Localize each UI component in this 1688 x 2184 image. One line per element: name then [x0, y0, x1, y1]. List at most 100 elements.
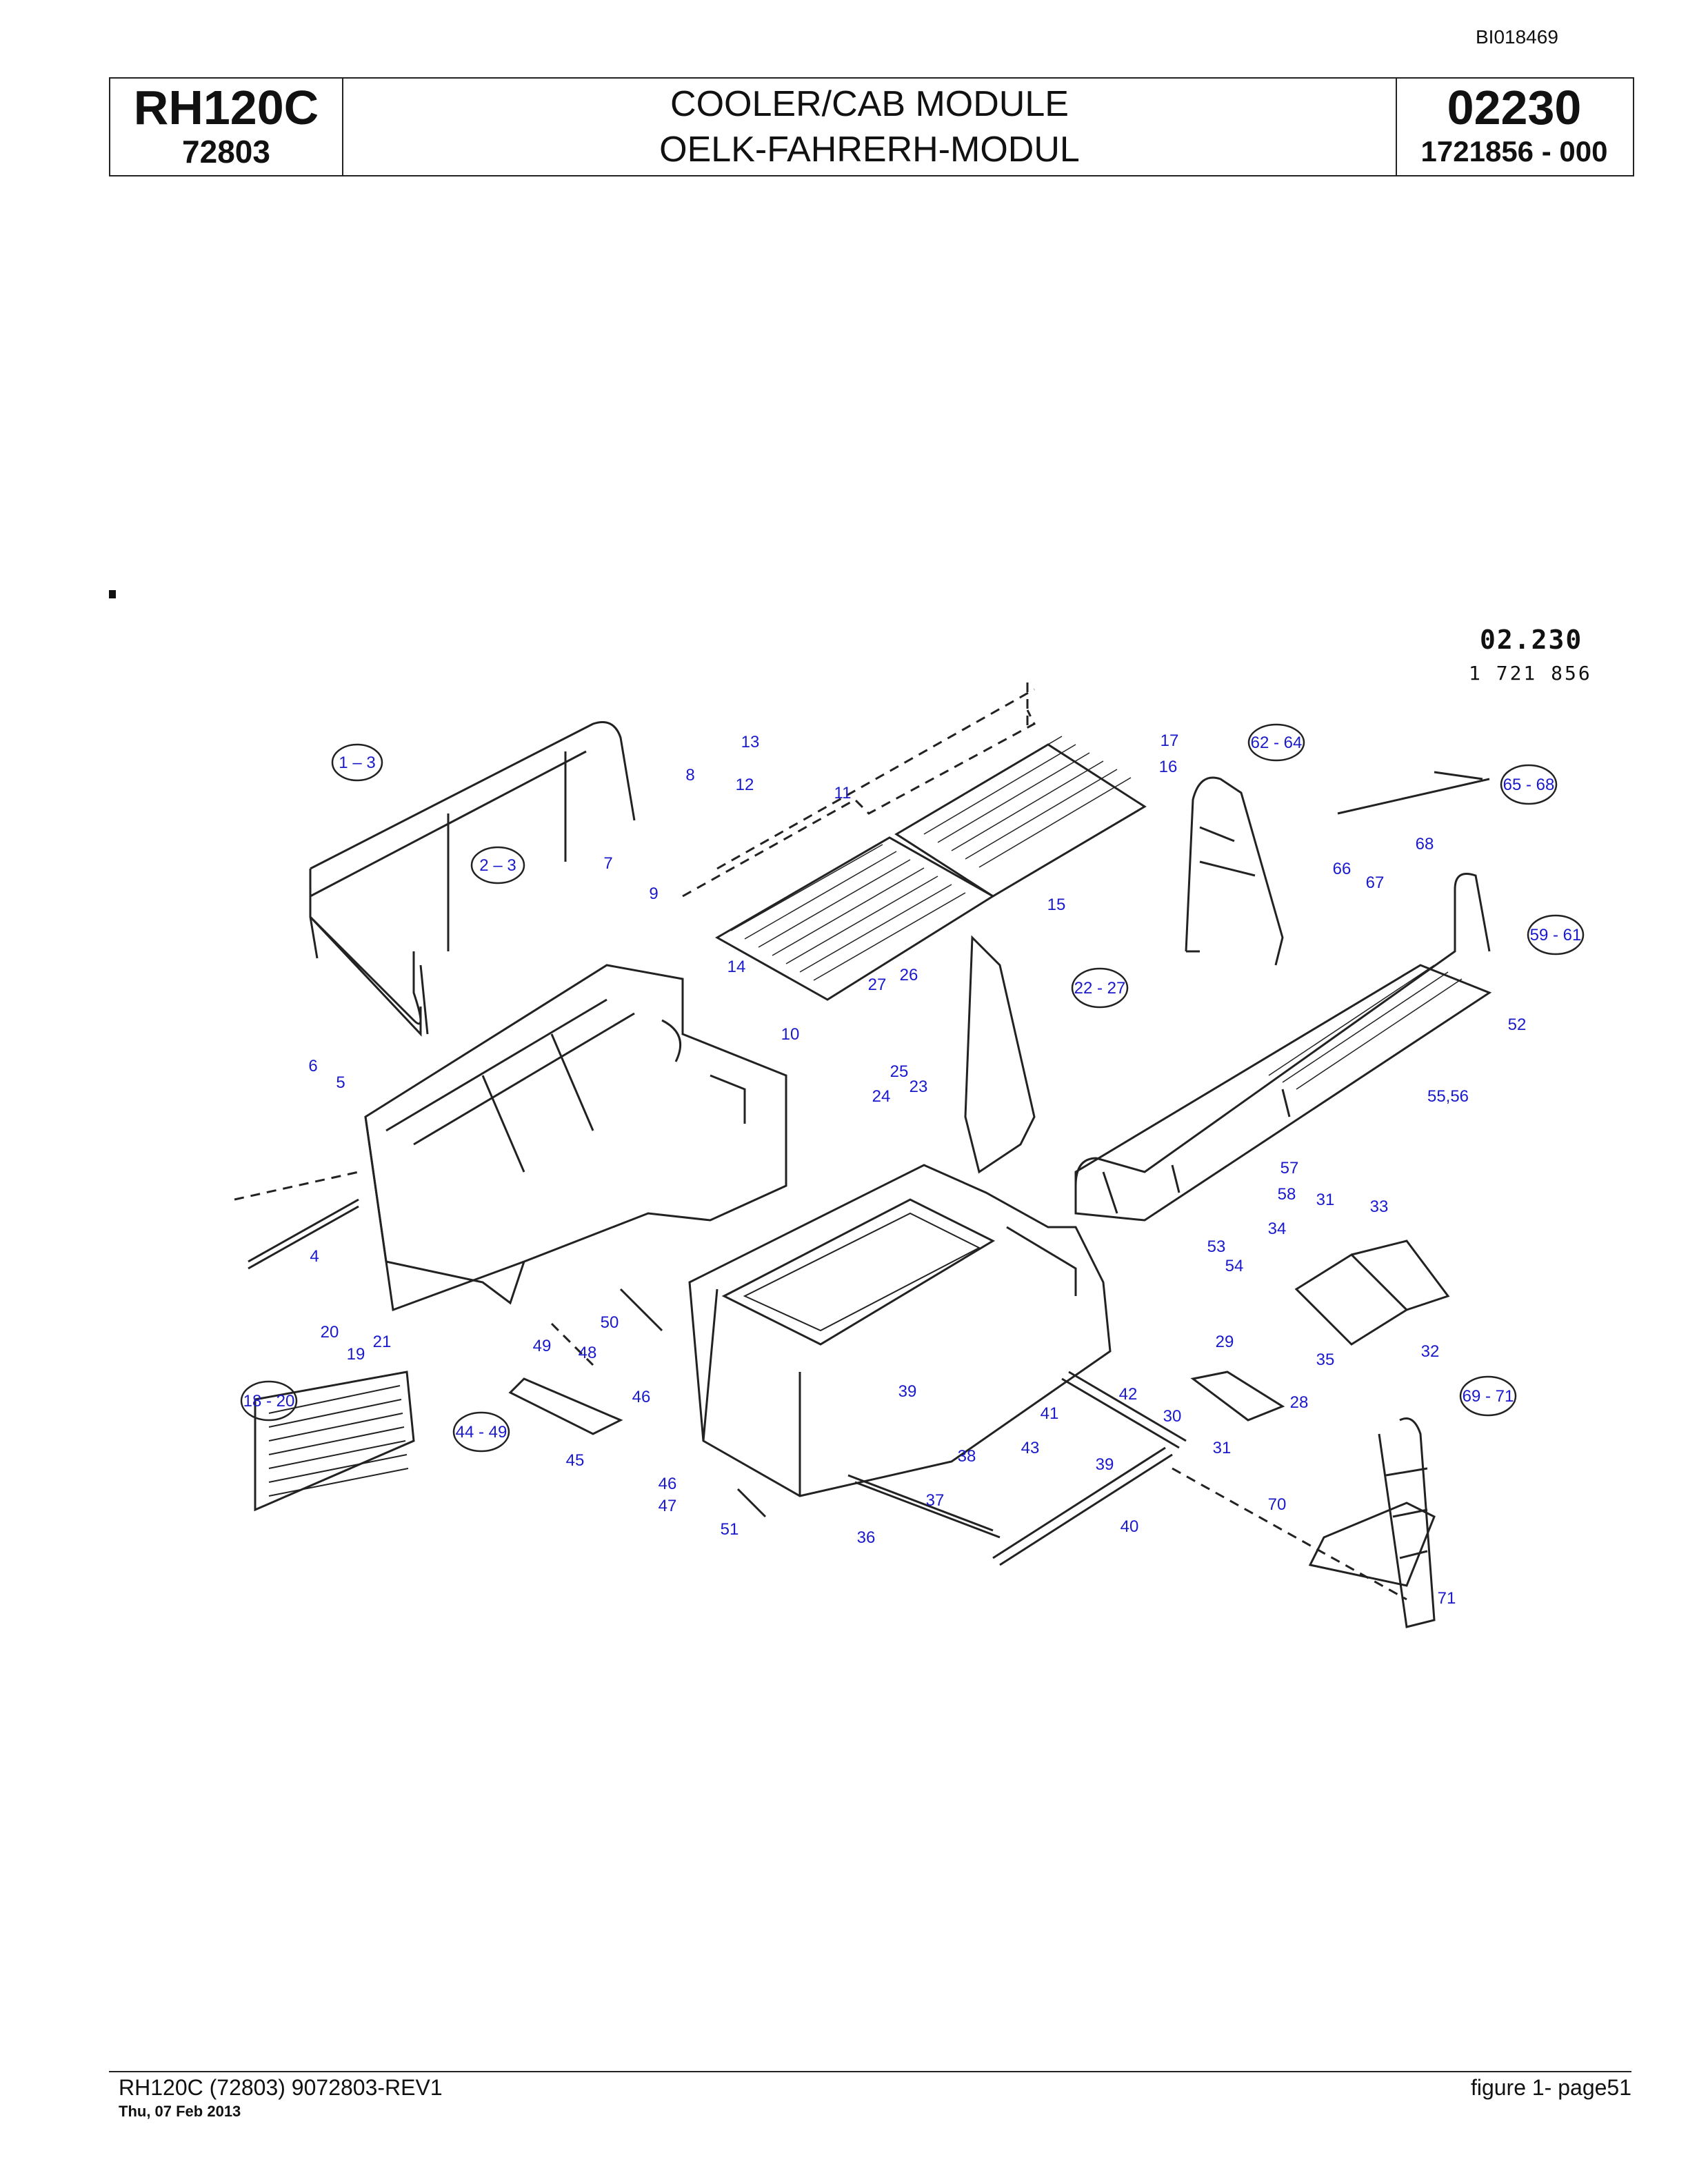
callout-57: 57 [1280, 1159, 1299, 1177]
drawing-part-ref: 1 721 856 [1469, 662, 1592, 685]
footer-page: figure 1- page51 [1470, 2075, 1631, 2100]
callout-ring-59-61 [1527, 914, 1585, 956]
callout-ring-18-20 [240, 1380, 298, 1422]
footer-doc-ref: RH120C (72803) 9072803-REV1 [119, 2075, 443, 2100]
drawing-code: 02.230 [1480, 625, 1583, 655]
callout-1-3: 1 – 3 [339, 754, 375, 772]
callout-62-64: 62 - 64 [1251, 734, 1303, 752]
callout-67: 67 [1366, 873, 1385, 892]
callout-51: 51 [721, 1520, 739, 1539]
ladder-drawing [1185, 776, 1284, 966]
callout-40: 40 [1121, 1517, 1139, 1536]
callout-21: 21 [373, 1333, 392, 1351]
callout-12: 12 [736, 776, 754, 794]
callout-24: 24 [872, 1087, 891, 1106]
callout-labels: 1 – 3 2 – 3 62 - 64 65 - 68 59 - 61 22 -… [243, 731, 1582, 1608]
callout-49: 49 [533, 1337, 552, 1355]
callout-71: 71 [1438, 1589, 1456, 1608]
callout-36: 36 [857, 1528, 876, 1547]
callout-15: 15 [1047, 896, 1066, 914]
title-german: OELK-FAHRERH-MODUL [659, 130, 1080, 170]
callout-22-27: 22 - 27 [1074, 979, 1126, 998]
callout-50: 50 [601, 1313, 619, 1332]
callout-17: 17 [1160, 731, 1179, 750]
callout-44-49: 44 - 49 [456, 1423, 508, 1442]
callout-circles [240, 723, 1585, 1453]
callout-41: 41 [1041, 1404, 1059, 1423]
callout-47: 47 [659, 1497, 677, 1515]
callout-46b: 46 [659, 1475, 677, 1493]
cab-base-drawing [688, 1164, 1112, 1497]
strips-drawing [234, 771, 1490, 1601]
margin-mark [109, 590, 116, 598]
callout-35: 35 [1316, 1351, 1335, 1369]
callout-13: 13 [741, 733, 760, 751]
callout-8: 8 [685, 766, 694, 785]
cooler-housing-drawing [364, 964, 787, 1312]
callout-69-71: 69 - 71 [1463, 1387, 1514, 1406]
callout-9: 9 [649, 884, 658, 903]
callout-ring-22-27 [1071, 967, 1129, 1009]
radiator-grille-drawing [254, 1371, 415, 1512]
callout-23: 23 [910, 1078, 928, 1096]
callout-25: 25 [890, 1062, 909, 1081]
callout-ring-69-71 [1459, 1375, 1517, 1417]
callout-27: 27 [868, 975, 887, 994]
callout-26: 26 [900, 966, 918, 984]
step-drawing [1190, 1240, 1450, 1422]
callout-30: 30 [1163, 1407, 1182, 1426]
model-cell: RH120C 72803 [110, 79, 343, 175]
side-ladder-drawing [1308, 1417, 1436, 1628]
callout-ring-2-3 [470, 846, 525, 884]
footer-date: Thu, 07 Feb 2013 [119, 2103, 241, 2120]
callout-20: 20 [321, 1323, 339, 1342]
callout-34: 34 [1268, 1220, 1287, 1238]
callout-37: 37 [926, 1491, 945, 1510]
callout-59-61: 59 - 61 [1530, 926, 1582, 944]
callout-38: 38 [958, 1447, 976, 1466]
callout-ring-62-64 [1247, 723, 1305, 762]
part-number: 1721856 - 000 [1420, 135, 1608, 168]
callout-4: 4 [310, 1247, 319, 1266]
callout-5: 5 [336, 1073, 345, 1092]
callout-46a: 46 [632, 1388, 651, 1406]
callout-32: 32 [1421, 1342, 1440, 1361]
callout-42: 42 [1119, 1385, 1138, 1404]
callout-19: 19 [347, 1345, 365, 1364]
callout-31b: 31 [1213, 1439, 1232, 1457]
callout-65-68: 65 - 68 [1503, 776, 1555, 794]
callout-68: 68 [1416, 835, 1434, 853]
callout-48: 48 [579, 1344, 597, 1362]
title-block: RH120C 72803 COOLER/CAB MODULE OELK-FAHR… [109, 77, 1634, 176]
callout-16: 16 [1159, 758, 1178, 776]
callout-58: 58 [1278, 1185, 1296, 1204]
callout-39b: 39 [1096, 1455, 1114, 1474]
callout-11: 11 [834, 784, 852, 802]
callout-54: 54 [1225, 1257, 1244, 1275]
model-name: RH120C [133, 81, 319, 134]
callout-ring-65-68 [1500, 764, 1558, 805]
callout-70: 70 [1268, 1495, 1287, 1514]
title-cell: COOLER/CAB MODULE OELK-FAHRERH-MODUL [343, 79, 1397, 175]
title-english: COOLER/CAB MODULE [670, 84, 1069, 124]
callout-14: 14 [727, 958, 746, 976]
callout-6: 6 [308, 1057, 317, 1075]
callout-2-3: 2 – 3 [479, 856, 516, 875]
callout-7: 7 [603, 854, 612, 873]
footer-rule [109, 2071, 1631, 2072]
callout-29: 29 [1216, 1333, 1234, 1351]
document-id: BI018469 [1476, 26, 1558, 48]
callout-55-56: 55,56 [1427, 1087, 1469, 1106]
group-code: 02230 [1447, 81, 1582, 134]
callout-18-20: 18 - 20 [243, 1392, 295, 1410]
callout-33: 33 [1370, 1197, 1389, 1216]
callout-31a: 31 [1316, 1191, 1335, 1209]
callout-43: 43 [1021, 1439, 1040, 1457]
callout-52: 52 [1508, 1015, 1527, 1034]
callout-28: 28 [1290, 1393, 1309, 1412]
floor-grating-drawing [682, 682, 1147, 1001]
code-cell: 02230 1721856 - 000 [1397, 79, 1631, 175]
walkway-drawing [1074, 873, 1492, 1222]
callout-39a: 39 [898, 1382, 917, 1401]
